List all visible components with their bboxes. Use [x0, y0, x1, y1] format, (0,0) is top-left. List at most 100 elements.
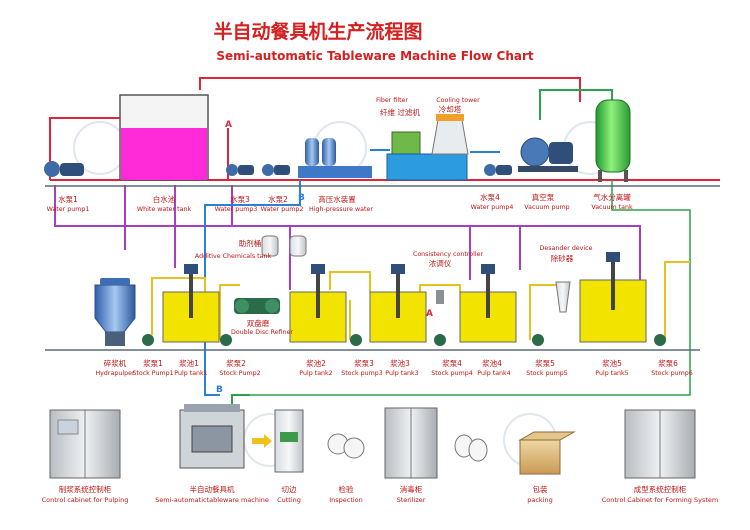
- additive-tank: [261, 235, 279, 257]
- inspection-cups: [327, 433, 365, 459]
- label-cabinet-forming-en: Control Cabinet for Forming System: [602, 496, 718, 504]
- pipe-red-top: [49, 117, 120, 180]
- pulp-tank-agitator: [316, 270, 320, 318]
- marker-a-mid: A: [426, 309, 433, 319]
- pulp-tank3: [369, 264, 427, 343]
- pump-motor: [60, 163, 84, 176]
- label-stock-pump4-cn: 浆泵4: [442, 358, 462, 368]
- label-stock-pump1-en: Stock Pump1: [132, 370, 173, 377]
- machine-top: [184, 404, 240, 412]
- additive-tank: [289, 235, 307, 257]
- label-vacuum-tank-cn: 气水分离罐: [593, 192, 631, 202]
- desander-cone: [555, 281, 571, 313]
- box-body: [519, 439, 561, 475]
- consistency-controller: [436, 290, 444, 304]
- pulp-tank-agitator: [396, 270, 400, 318]
- refiner-disc: [265, 299, 279, 313]
- cooling-tower: [431, 114, 469, 155]
- pulp-tank4: [459, 264, 517, 343]
- label-stock-pump5-cn: 浆泵5: [535, 358, 555, 368]
- additive-tanks: [261, 235, 307, 257]
- pump-head: [226, 164, 238, 176]
- machine-mold: [191, 425, 233, 453]
- label-desander-en: Desander device: [540, 245, 593, 252]
- vacuum-pump-motor: [549, 142, 573, 164]
- label-cabinet-pulping-cn: 制浆系统控制柜: [59, 484, 112, 494]
- pump-head: [262, 164, 274, 176]
- disc-refiner: [234, 298, 280, 314]
- label-pulp-tank1-en: Pulp tank1: [174, 370, 207, 377]
- water-pump4: [484, 164, 512, 176]
- label-pulp-tank3-cn: 浆池3: [390, 358, 410, 368]
- control-cabinet-pulping: [49, 409, 121, 479]
- label-sterilizer-cn: 消毒柜: [400, 484, 423, 494]
- pulp-tank-motor: [481, 264, 495, 274]
- label-desander-cn: 除砂器: [551, 253, 574, 263]
- hydrapulper-top: [100, 278, 130, 285]
- label-fiber-filter-en: Fiber filter: [376, 97, 408, 104]
- pipe-yellow: [219, 284, 240, 340]
- label-consistency-cn: 浓调仪: [429, 259, 452, 268]
- label-vacuum-pump-cn: 真空泵: [532, 192, 555, 202]
- label-water-pump4-cn: 水泵4: [480, 192, 500, 202]
- label-water-pump4-en: Water pump4: [471, 204, 514, 211]
- label-vacuum-tank-en: Vacuum tank: [591, 204, 633, 211]
- marker-b-top: B: [298, 193, 305, 203]
- pipe-blue: [204, 180, 301, 396]
- pipe-yellow: [329, 271, 371, 292]
- pulp-tank-agitator: [486, 270, 490, 318]
- marker-b-bottom: B: [216, 385, 223, 395]
- pulp-tank-motor: [391, 264, 405, 274]
- arrow-right-icon: [252, 434, 272, 448]
- pipe-yellow: [664, 261, 690, 340]
- label-packing-en: packing: [527, 496, 553, 504]
- pulp-tank-agitator: [611, 258, 615, 310]
- white-water-tank: [119, 94, 209, 181]
- refiner-disc: [235, 299, 249, 313]
- pump-motor: [274, 165, 290, 175]
- stock-pump3: [350, 334, 362, 346]
- label-water-pump1-cn: 水泵1: [58, 194, 78, 204]
- label-vacuum-pump-en: Vacuum pump: [524, 204, 569, 211]
- cup: [468, 438, 488, 462]
- tower-body: [431, 119, 469, 155]
- pipe-green-vac: [245, 180, 691, 396]
- label-packing-cn: 包装: [533, 484, 548, 494]
- label-inspection-cn: 检验: [339, 484, 354, 494]
- sterilizer: [384, 407, 438, 479]
- controller-body: [436, 290, 444, 304]
- blue-pipes: [204, 149, 500, 396]
- label-cooling-tower-cn: 冷却塔: [439, 104, 462, 114]
- pipe-green-machine: [231, 394, 250, 405]
- label-pulp-tank4-en: Pulp tank4: [477, 370, 510, 377]
- cabinet-panel: [57, 419, 79, 435]
- water-pump1: [44, 161, 84, 177]
- label-stock-pump4-en: Stock pump4: [431, 370, 473, 377]
- label-hydrapulper-cn: 碎浆机: [104, 358, 127, 368]
- pump-head: [484, 164, 496, 176]
- pipe-yellow: [151, 277, 206, 335]
- vacuum-pump: [518, 137, 578, 172]
- box-top: [518, 431, 576, 441]
- label-disc-refiner-cn: 双盘磨: [247, 318, 270, 328]
- marker-a-top: A: [225, 120, 232, 130]
- label-pulp-tank4-cn: 浆池4: [482, 358, 502, 368]
- label-stock-pump3-en: Stock pump3: [341, 370, 383, 377]
- hydrapulper-motor: [105, 332, 125, 346]
- control-cabinet-forming: [624, 409, 696, 479]
- label-hydrapulper-en: Hydrapulper: [95, 370, 135, 377]
- hydrapulper: [94, 278, 136, 346]
- label-cutting-cn: 切边: [282, 485, 297, 494]
- hp-vessel: [322, 138, 336, 166]
- stock-pump6: [654, 334, 666, 346]
- label-white-water-tank-cn: 白水池: [153, 194, 176, 204]
- label-pulp-tank2-cn: 浆池2: [306, 358, 326, 368]
- cutting-die: [280, 432, 298, 442]
- label-white-water-tank-en: White water tank: [137, 206, 192, 213]
- label-pulp-tank2-en: Pulp tank2: [299, 370, 332, 377]
- pulp-tank-motor: [184, 264, 198, 274]
- label-water-pump2-cn: 水泵2: [268, 194, 288, 204]
- title-cn: 半自动餐具机生产流程图: [213, 20, 422, 43]
- label-inspection-en: Inspection: [329, 496, 363, 504]
